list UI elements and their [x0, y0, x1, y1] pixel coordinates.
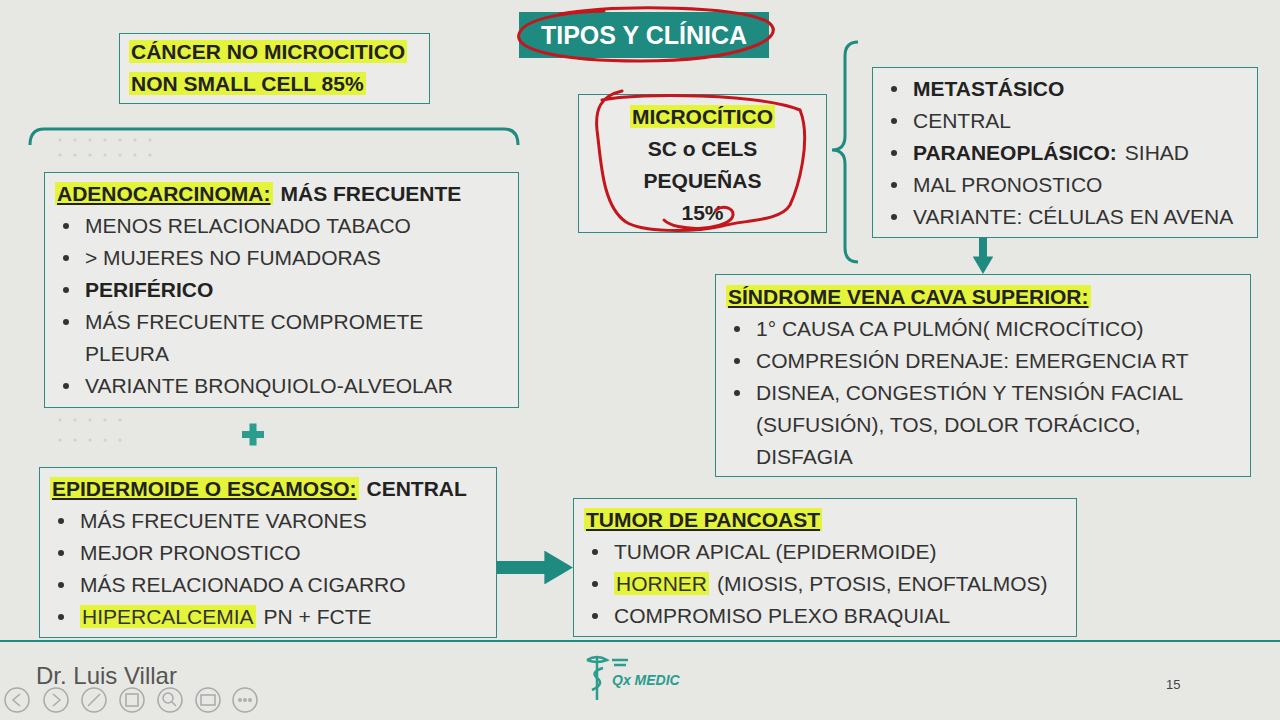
bullet-text: MÁS RELACIONADO A CIGARRO	[80, 573, 406, 596]
bullet-text: PERIFÉRICO	[85, 278, 213, 301]
category-box: MICROCÍTICO SC o CELS PEQUEÑAS 15%	[578, 94, 827, 233]
bullet-text: MEJOR PRONOSTICO	[80, 541, 301, 564]
hand-circle	[519, 8, 774, 61]
category-box: CÁNCER NO MICROCITICO NON SMALL CELL 85%	[119, 33, 430, 104]
bullet-dot	[592, 613, 598, 619]
footer-rule	[0, 640, 1280, 642]
bullet-text: VARIANTE BRONQUIOLO-ALVEOLAR	[85, 374, 453, 397]
bullet-text: > MUJERES NO FUMADORAS	[85, 246, 381, 269]
hand-underline	[664, 207, 733, 228]
bullet-dot	[63, 319, 69, 325]
bullet-dot	[891, 150, 897, 156]
bullet-dot	[63, 223, 69, 229]
slide-title: TIPOS Y CLÍNICA	[519, 12, 769, 58]
player-toolbar	[5, 688, 257, 712]
bullet-text: DISNEA, CONGESTIÓN Y TENSIÓN FACIAL (SUF…	[756, 381, 1182, 468]
bullet-dot	[63, 383, 69, 389]
logo-text: Qx MEDIC	[612, 672, 680, 688]
bullet-dot	[58, 582, 64, 588]
heading-text: CÁNCER NO MICROCITICO NON SMALL CELL 85%	[129, 40, 407, 95]
bullet-dot	[58, 518, 64, 524]
heading-text: SÍNDROME VENA CAVA SUPERIOR:	[726, 285, 1091, 308]
syndrome-box: SÍNDROME VENA CAVA SUPERIOR: 1° CAUSA CA …	[715, 274, 1251, 477]
group-bracket	[30, 129, 518, 145]
block-arrow	[497, 561, 557, 574]
heading-text: SC o CELS PEQUEÑAS	[644, 137, 762, 192]
bullet-dot	[734, 390, 740, 396]
bullet-text: MÁS FRECUENTE VARONES	[80, 509, 367, 532]
bullet-dot	[891, 86, 897, 92]
hand-circle	[597, 91, 805, 231]
bullet-text: VARIANTE: CÉLULAS EN AVENA	[913, 205, 1233, 228]
heading-text: CENTRAL	[367, 477, 467, 500]
bullet-text: MENOS RELACIONADO TABACO	[85, 214, 411, 237]
bullet-dot	[592, 581, 598, 587]
heading-text: TUMOR DE PANCOAST	[584, 508, 822, 531]
plus-sign	[250, 424, 257, 446]
heading-text: MÁS FRECUENTE	[281, 182, 462, 205]
heading-text: MICROCÍTICO	[630, 105, 775, 128]
bullet-text: HORNER	[614, 572, 709, 595]
heading-text: EPIDERMOIDE O ESCAMOSO:	[50, 477, 359, 500]
feature-box: METASTÁSICO CENTRAL PARANEOPLÁSICO: SIHAD MA…	[872, 67, 1258, 238]
bullet-text: TUMOR APICAL (EPIDERMOIDE)	[614, 540, 936, 563]
curly-brace	[832, 42, 858, 262]
bullet-text: (MIOSIS, PTOSIS, ENOFTALMOS)	[717, 572, 1048, 595]
bullet-text: MÁS FRECUENTE COMPROMETE PLEURA	[85, 310, 423, 365]
bullet-text: HIPERCALCEMIA	[80, 605, 256, 628]
syndrome-box: TUMOR DE PANCOAST TUMOR APICAL (EPIDERMOI…	[573, 498, 1077, 637]
type-box: EPIDERMOIDE O ESCAMOSO: CENTRALMÁS FRECUE…	[39, 467, 497, 638]
bullet-text: COMPRESIÓN DRENAJE: EMERGENCIA RT	[756, 349, 1189, 372]
bullet-dot	[58, 550, 64, 556]
bullet-dot	[592, 549, 598, 555]
bullet-text: PARANEOPLÁSICO:	[913, 141, 1117, 164]
bullet-dot	[891, 118, 897, 124]
bullet-text: 1° CAUSA CA PULMÓN( MICROCÍTICO)	[756, 317, 1144, 340]
bullet-dot	[63, 287, 69, 293]
block-arrow	[979, 238, 987, 264]
heading-text: 15%	[681, 201, 723, 224]
bullet-dot	[63, 255, 69, 261]
bullet-text: CENTRAL	[913, 109, 1011, 132]
bullet-dot	[58, 614, 64, 620]
bullet-dot	[734, 358, 740, 364]
page-number: 15	[1166, 677, 1180, 692]
bullet-dot	[891, 214, 897, 220]
bullet-dot	[891, 182, 897, 188]
bullet-text: PN + FCTE	[264, 605, 372, 628]
bullet-text: SIHAD	[1125, 141, 1189, 164]
bullet-text: MAL PRONOSTICO	[913, 173, 1102, 196]
bullet-dot	[734, 326, 740, 332]
bullet-text: METASTÁSICO	[913, 77, 1064, 100]
heading-text: ADENOCARCINOMA:	[55, 182, 273, 205]
type-box: ADENOCARCINOMA: MÁS FRECUENTE MENOS RELACI…	[44, 172, 519, 408]
author-name: Dr. Luis Villar	[36, 662, 177, 690]
bullet-text: COMPROMISO PLEXO BRAQUIAL	[614, 604, 950, 627]
